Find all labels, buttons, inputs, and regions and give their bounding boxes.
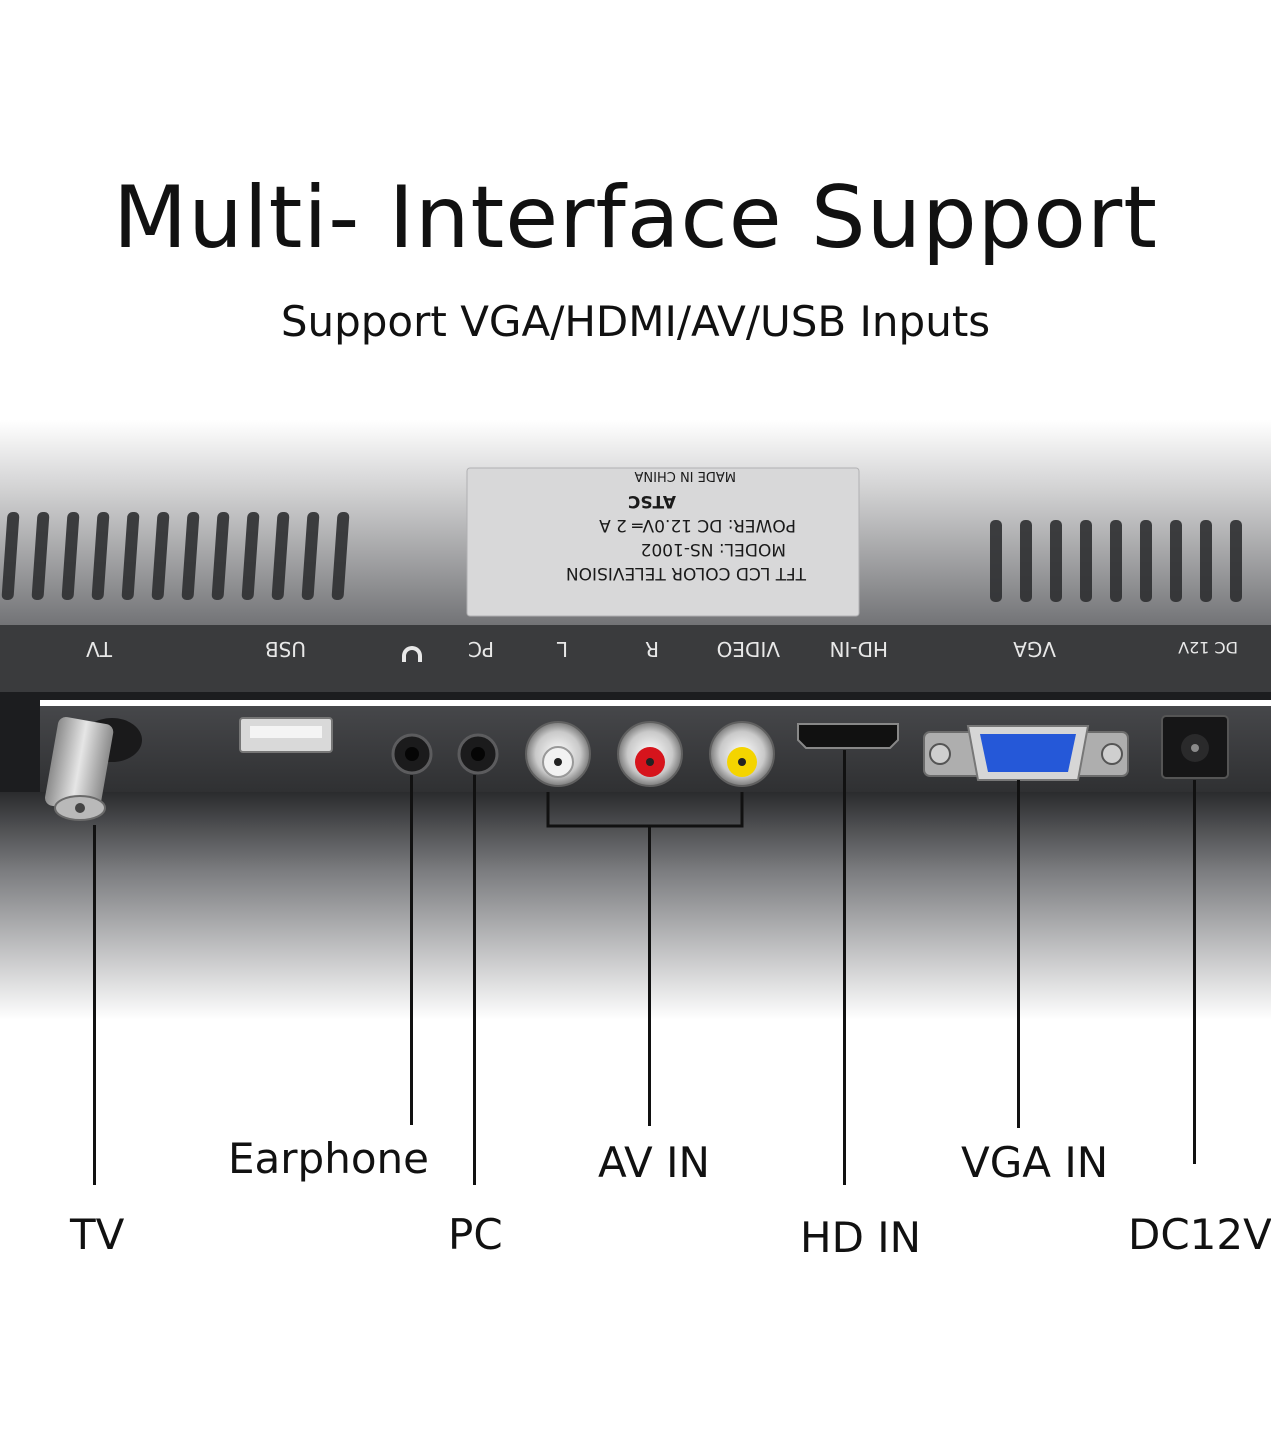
hd-in-callout-line (843, 750, 846, 1185)
port-label-video: VIDEO (717, 637, 780, 661)
sticker-line-4: ATSC (628, 491, 676, 511)
callout-tv: TV (70, 1210, 125, 1259)
sticker-line-3: POWER: DC 12.0V═ 2 A (599, 515, 796, 535)
dc12v-callout-line (1193, 780, 1196, 1164)
port-label-pc: PC (468, 637, 494, 661)
tv-callout-line (93, 825, 96, 1185)
page-subtitle: Support VGA/HDMI/AV/USB Inputs (280, 297, 991, 346)
dc-power-jack (1161, 715, 1229, 779)
port-label-usb: USB (265, 637, 306, 661)
sticker-line-5: MADE IN CHINA (634, 468, 736, 483)
callout-vga-in: VGA IN (961, 1138, 1109, 1187)
callout-pc: PC (448, 1210, 503, 1259)
av-video-jack (709, 721, 775, 787)
callout-earphone: Earphone (228, 1134, 429, 1183)
usb-port (239, 717, 333, 753)
pc-callout-line (473, 775, 476, 1185)
port-label-dc12v: DC 12V (1178, 638, 1238, 657)
port-label-tv: TV (86, 637, 113, 661)
port-label-l: L (556, 637, 568, 661)
callout-dc12v: DC12V (1128, 1210, 1271, 1259)
av-in-callout-line (648, 826, 651, 1126)
vga-port (923, 725, 1129, 781)
port-label-vga: VGA (1013, 637, 1056, 661)
earphone-callout-line (410, 775, 413, 1125)
port-label-r: R (645, 637, 659, 661)
hdmi-port (797, 723, 899, 749)
earphone-jack (391, 733, 433, 775)
page-title: Multi- Interface Support (113, 168, 1158, 268)
vga-in-callout-line (1017, 780, 1020, 1128)
coax-connector (45, 717, 142, 821)
tv-back-panel-photo: TFT LCD COLOR TELEVISION MODEL: NS-1002 … (0, 420, 1271, 1020)
port-label-hd-in: HD-IN (829, 637, 888, 661)
callout-av-in: AV IN (598, 1138, 710, 1187)
av-right-jack (617, 721, 683, 787)
headphone-icon (402, 646, 422, 662)
av-left-jack (525, 721, 591, 787)
sticker-line-1: TFT LCD COLOR TELEVISION (566, 563, 807, 583)
pc-audio-jack (457, 733, 499, 775)
callout-hd-in: HD IN (800, 1213, 922, 1262)
sticker-line-2: MODEL: NS-1002 (641, 539, 786, 559)
